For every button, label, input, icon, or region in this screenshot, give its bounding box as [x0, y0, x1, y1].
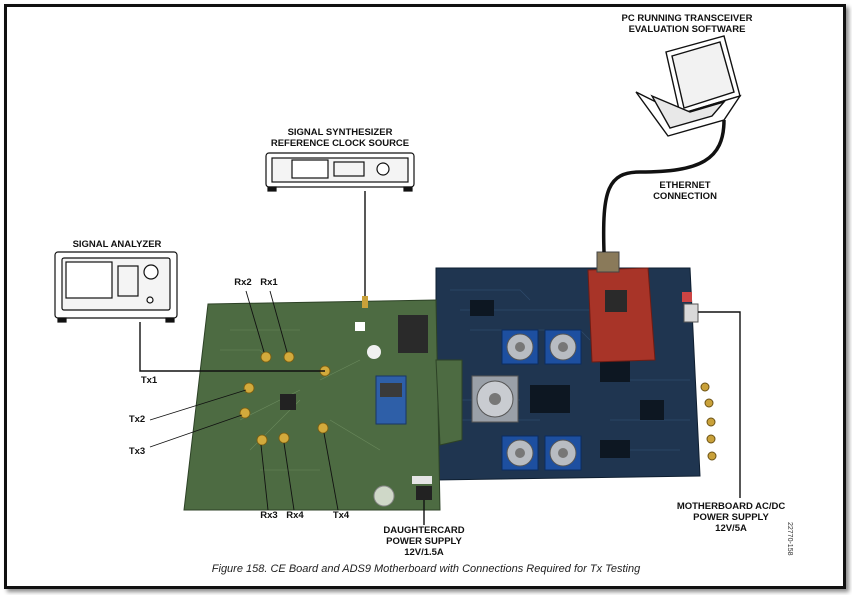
figure-caption: Figure 158. CE Board and ADS9 Motherboar…: [211, 563, 641, 575]
motherboard-components: [470, 300, 664, 458]
signal-analyzer: [54, 251, 178, 323]
connection-cables: [139, 191, 741, 525]
tx4-connector: [317, 422, 329, 434]
synth-label-line2: REFERENCE CLOCK SOURCE: [270, 138, 410, 149]
rx1-label: Rx1: [260, 277, 278, 288]
ce-traces: [220, 329, 381, 471]
tx2-connector: [243, 382, 255, 394]
daughtercard-power-jack: [416, 486, 432, 500]
mother-ps-label: MOTHERBOARD AC/DC POWER SUPPLY 12V/5A: [672, 501, 790, 534]
ethernet-label: ETHERNET CONNECTION: [640, 180, 730, 202]
pc-label: PC RUNNING TRANSCEIVER EVALUATION SOFTWA…: [612, 13, 762, 35]
mother-ps-line1: MOTHERBOARD AC/DC: [676, 501, 786, 512]
tx3-label: Tx3: [128, 446, 146, 457]
rx2-connector: [260, 351, 272, 363]
ethernet-label-line2: CONNECTION: [653, 191, 717, 202]
rx2-label: Rx2: [234, 277, 252, 288]
analyzer-label: SIGNAL ANALYZER: [72, 239, 162, 250]
mother-ps-line2: POWER SUPPLY: [693, 512, 769, 523]
tx1-label: Tx1: [140, 375, 158, 386]
mother-ps-line3: 12V/5A: [715, 523, 747, 534]
signal-synthesizer: [265, 152, 415, 192]
synth-label-line1: SIGNAL SYNTHESIZER: [287, 127, 393, 138]
tx4-label: Tx4: [332, 510, 350, 521]
laptop: [635, 35, 742, 137]
rx4-connector: [278, 432, 290, 444]
motherboard-sma-connectors: [700, 382, 717, 461]
pc-label-line2: EVALUATION SOFTWARE: [628, 24, 746, 35]
doc-number: 22770-158: [786, 522, 793, 556]
daughter-ps-line2: POWER SUPPLY: [386, 536, 462, 547]
motherboard-power-cable: [698, 311, 741, 498]
synth-label: SIGNAL SYNTHESIZER REFERENCE CLOCK SOURC…: [262, 127, 418, 149]
pc-label-line1: PC RUNNING TRANSCEIVER: [621, 13, 753, 24]
rx1-connector: [283, 351, 295, 363]
ethernet-cable: [601, 119, 726, 253]
tx2-label: Tx2: [128, 414, 146, 425]
transceiver-chip: [280, 394, 296, 410]
fan-heatsinks: [471, 329, 582, 471]
ethernet-label-line1: ETHERNET: [659, 180, 711, 191]
rx3-label: Rx3: [260, 510, 278, 521]
daughter-ps-label: DAUGHTERCARD POWER SUPPLY 12V/1.5A: [376, 525, 472, 558]
rx4-label: Rx4: [286, 510, 304, 521]
port-leader-lines: [149, 290, 339, 511]
daughter-ps-line3: 12V/1.5A: [404, 547, 444, 558]
rx3-connector: [256, 434, 268, 446]
daughter-ps-line1: DAUGHTERCARD: [383, 525, 465, 536]
tx3-connector: [239, 407, 251, 419]
ref-clock-connector: [362, 296, 368, 308]
fpga-red-board: [587, 267, 656, 363]
tx1-to-analyzer-cable: [139, 322, 325, 372]
